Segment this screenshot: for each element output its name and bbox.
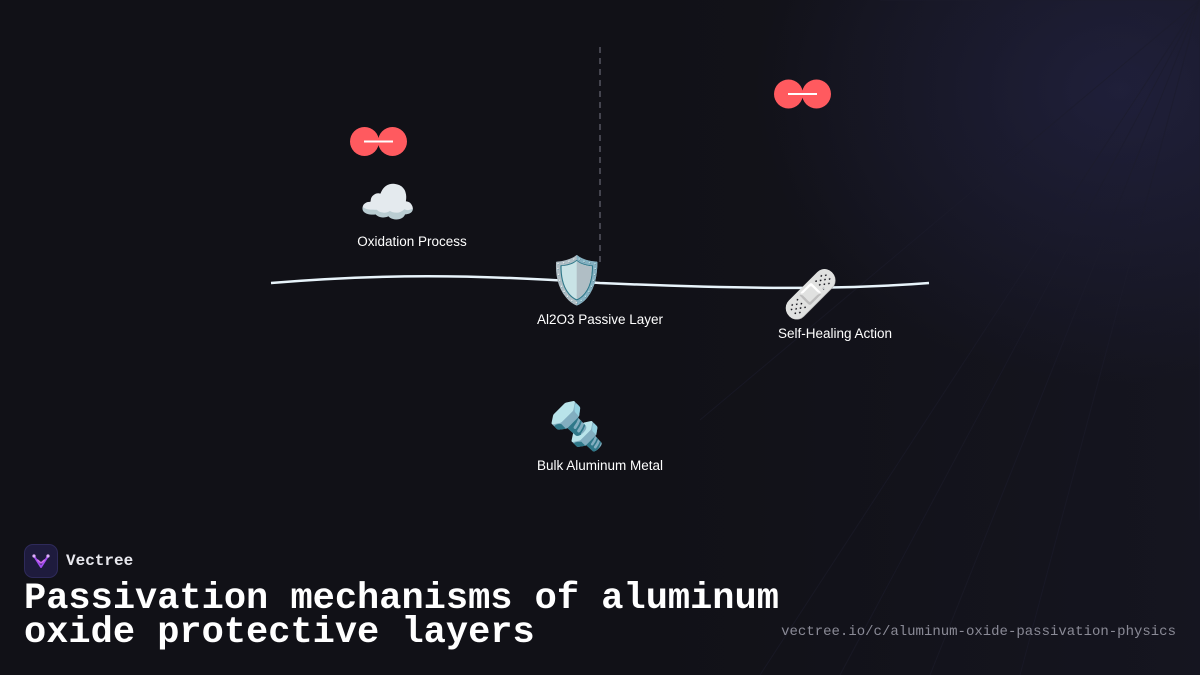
vectree-logo-icon: [24, 544, 58, 578]
node-passive-layer: 🛡️ Al2O3 Passive Layer: [530, 252, 670, 327]
node-label: Oxidation Process: [357, 234, 467, 249]
brand: Vectree: [24, 544, 133, 578]
node-bulk-aluminum: 🔩 Bulk Aluminum Metal: [530, 398, 670, 473]
oxygen-molecule-left: [350, 127, 407, 156]
node-self-healing: 🩹 Self-Healing Action: [770, 266, 900, 341]
node-label: Self-Healing Action: [777, 326, 893, 341]
bandage-icon: 🩹: [782, 267, 840, 321]
source-url: vectree.io/c/aluminum-oxide-passivation-…: [781, 624, 1176, 640]
node-label: Al2O3 Passive Layer: [536, 312, 664, 327]
shield-icon: 🛡️: [548, 253, 606, 307]
metal-surface-line: [270, 275, 930, 290]
cloud-icon: ☁️: [359, 175, 417, 229]
nut-and-bolt-icon: 🔩: [548, 399, 606, 453]
node-label: Bulk Aluminum Metal: [536, 458, 664, 473]
node-oxidation-process: ☁️ Oxidation Process: [352, 174, 472, 249]
brand-name: Vectree: [66, 552, 134, 570]
page-title: Passivation mechanisms of aluminum oxide…: [24, 578, 779, 654]
oxygen-molecule-right: [774, 79, 831, 109]
